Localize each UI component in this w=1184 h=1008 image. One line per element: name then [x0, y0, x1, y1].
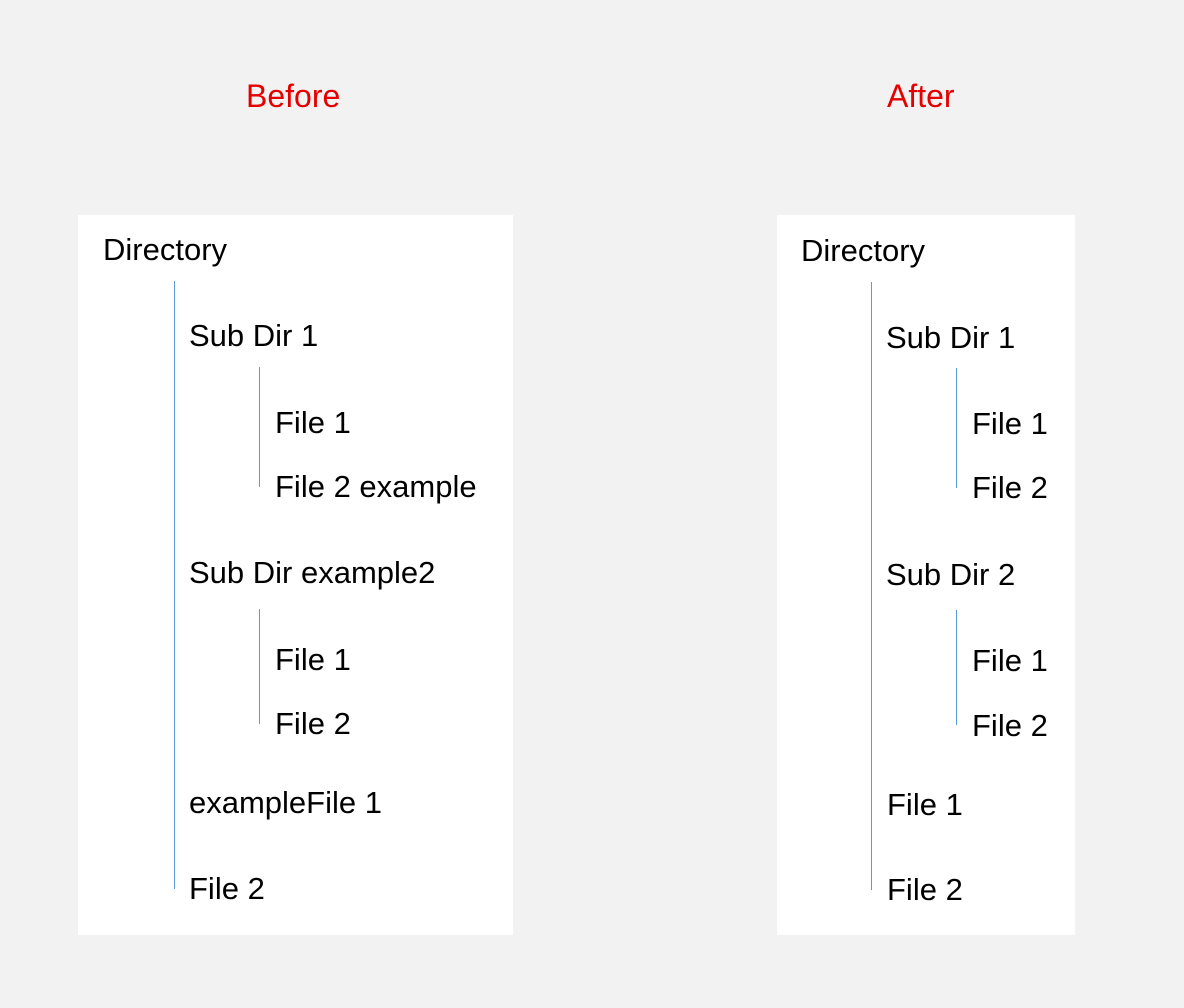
- sub-dir-2-file-2: File 2: [275, 706, 351, 741]
- root-file-2: File 2: [887, 872, 963, 907]
- root-directory-label: Directory: [801, 233, 926, 268]
- after-heading: After: [887, 78, 955, 114]
- root-file-1: File 1: [887, 787, 963, 822]
- sub-dir-2-tree-line: [259, 609, 260, 724]
- root-tree-line: [871, 282, 872, 890]
- sub-dir-1-file-1: File 1: [275, 405, 351, 440]
- sub-dir-1-file-2: File 2: [972, 470, 1048, 505]
- root-directory-label: Directory: [103, 232, 228, 267]
- sub-dir-2-file-2: File 2: [972, 708, 1048, 743]
- root-file-1: exampleFile 1: [189, 785, 382, 820]
- sub-dir-1-file-1: File 1: [972, 406, 1048, 441]
- sub-dir-2-file-1: File 1: [972, 643, 1048, 678]
- after-tree-panel: Directory Sub Dir 1 File 1 File 2 Sub Di…: [777, 215, 1075, 935]
- sub-dir-1-label: Sub Dir 1: [189, 318, 319, 353]
- root-tree-line: [174, 281, 175, 889]
- sub-dir-2-tree-line: [956, 610, 957, 725]
- root-file-2: File 2: [189, 871, 265, 906]
- sub-dir-2-file-1: File 1: [275, 642, 351, 677]
- before-tree-panel: Directory Sub Dir 1 File 1 File 2 exampl…: [78, 215, 513, 935]
- before-heading: Before: [246, 78, 341, 114]
- sub-dir-1-label: Sub Dir 1: [886, 320, 1016, 355]
- sub-dir-1-file-2: File 2 example: [275, 469, 477, 504]
- sub-dir-2-label: Sub Dir 2: [886, 557, 1016, 592]
- sub-dir-1-tree-line: [259, 367, 260, 487]
- sub-dir-2-label: Sub Dir example2: [189, 555, 436, 590]
- sub-dir-1-tree-line: [956, 368, 957, 488]
